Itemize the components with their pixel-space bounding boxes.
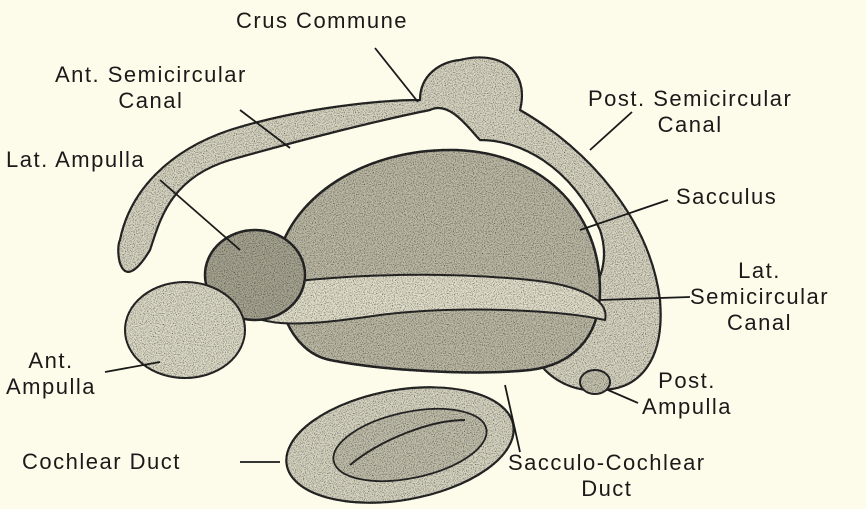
label-ant-semicircular-canal-line2: Canal — [55, 88, 247, 114]
label-post-semicircular-canal-line1: Post. Semicircular — [588, 86, 792, 112]
label-post-semicircular-canal: Post. Semicircular Canal — [588, 86, 792, 138]
leader-crus-commune — [375, 48, 418, 102]
sacculus-body — [277, 150, 600, 372]
label-sacculo-cochlear-duct-line2: Duct — [508, 476, 706, 502]
label-lat-semicircular-canal: Lat. Semicircular Canal — [690, 258, 829, 336]
label-lat-semicircular-canal-line2: Semicircular — [690, 284, 829, 310]
leader-lat-ampulla — [160, 180, 240, 250]
label-lat-semicircular-canal-line3: Canal — [690, 310, 829, 336]
posterior-ampulla — [580, 370, 610, 394]
label-sacculo-cochlear-duct-line1: Sacculo-Cochlear — [508, 450, 706, 476]
label-lat-semicircular-canal-line1: Lat. — [690, 258, 829, 284]
label-ant-semicircular-canal-line1: Ant. Semicircular — [55, 62, 247, 88]
label-ant-ampulla-line2: Ampulla — [6, 374, 96, 400]
label-sacculo-cochlear-duct: Sacculo-Cochlear Duct — [508, 450, 706, 502]
label-post-ampulla-line2: Ampulla — [642, 394, 732, 420]
label-lat-ampulla: Lat. Ampulla — [6, 147, 145, 173]
label-post-ampulla-line1: Post. — [642, 368, 732, 394]
anterior-ampulla — [125, 282, 245, 378]
label-ant-ampulla-line1: Ant. — [6, 348, 96, 374]
label-post-ampulla: Post. Ampulla — [642, 368, 732, 420]
label-ant-semicircular-canal: Ant. Semicircular Canal — [55, 62, 247, 114]
label-cochlear-duct: Cochlear Duct — [22, 449, 181, 475]
leader-post-ampulla — [608, 390, 638, 403]
label-post-semicircular-canal-line2: Canal — [588, 112, 792, 138]
label-ant-ampulla: Ant. Ampulla — [6, 348, 96, 400]
label-crus-commune: Crus Commune — [236, 8, 408, 34]
label-sacculus: Sacculus — [676, 184, 777, 210]
